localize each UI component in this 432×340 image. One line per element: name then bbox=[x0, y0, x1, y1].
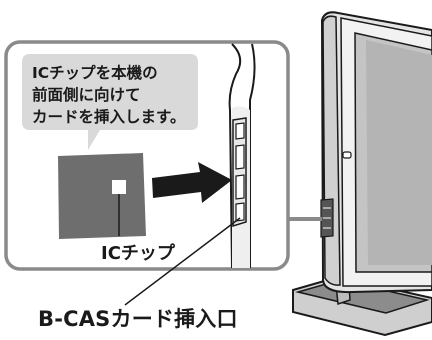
ic-chip-label: ICチップ bbox=[101, 243, 175, 264]
callout-bubble bbox=[22, 54, 198, 150]
callout-line-1: ICチップを本機の bbox=[32, 64, 158, 82]
callout-text: ICチップを本機の 前面側に向けて カードを挿入します。 bbox=[32, 62, 185, 128]
bcas-slot-label: B-CASカード挿入口 bbox=[38, 307, 238, 331]
callout-line-2: 前面側に向けて bbox=[32, 86, 141, 104]
bcas-card bbox=[58, 153, 146, 239]
slot-leader-line bbox=[124, 217, 241, 306]
ic-chip bbox=[112, 180, 126, 194]
zoomed-tv-side bbox=[228, 43, 256, 269]
insert-arrow bbox=[152, 162, 232, 203]
callout-line-3: カードを挿入します。 bbox=[32, 108, 186, 126]
tv-body bbox=[320, 11, 432, 294]
